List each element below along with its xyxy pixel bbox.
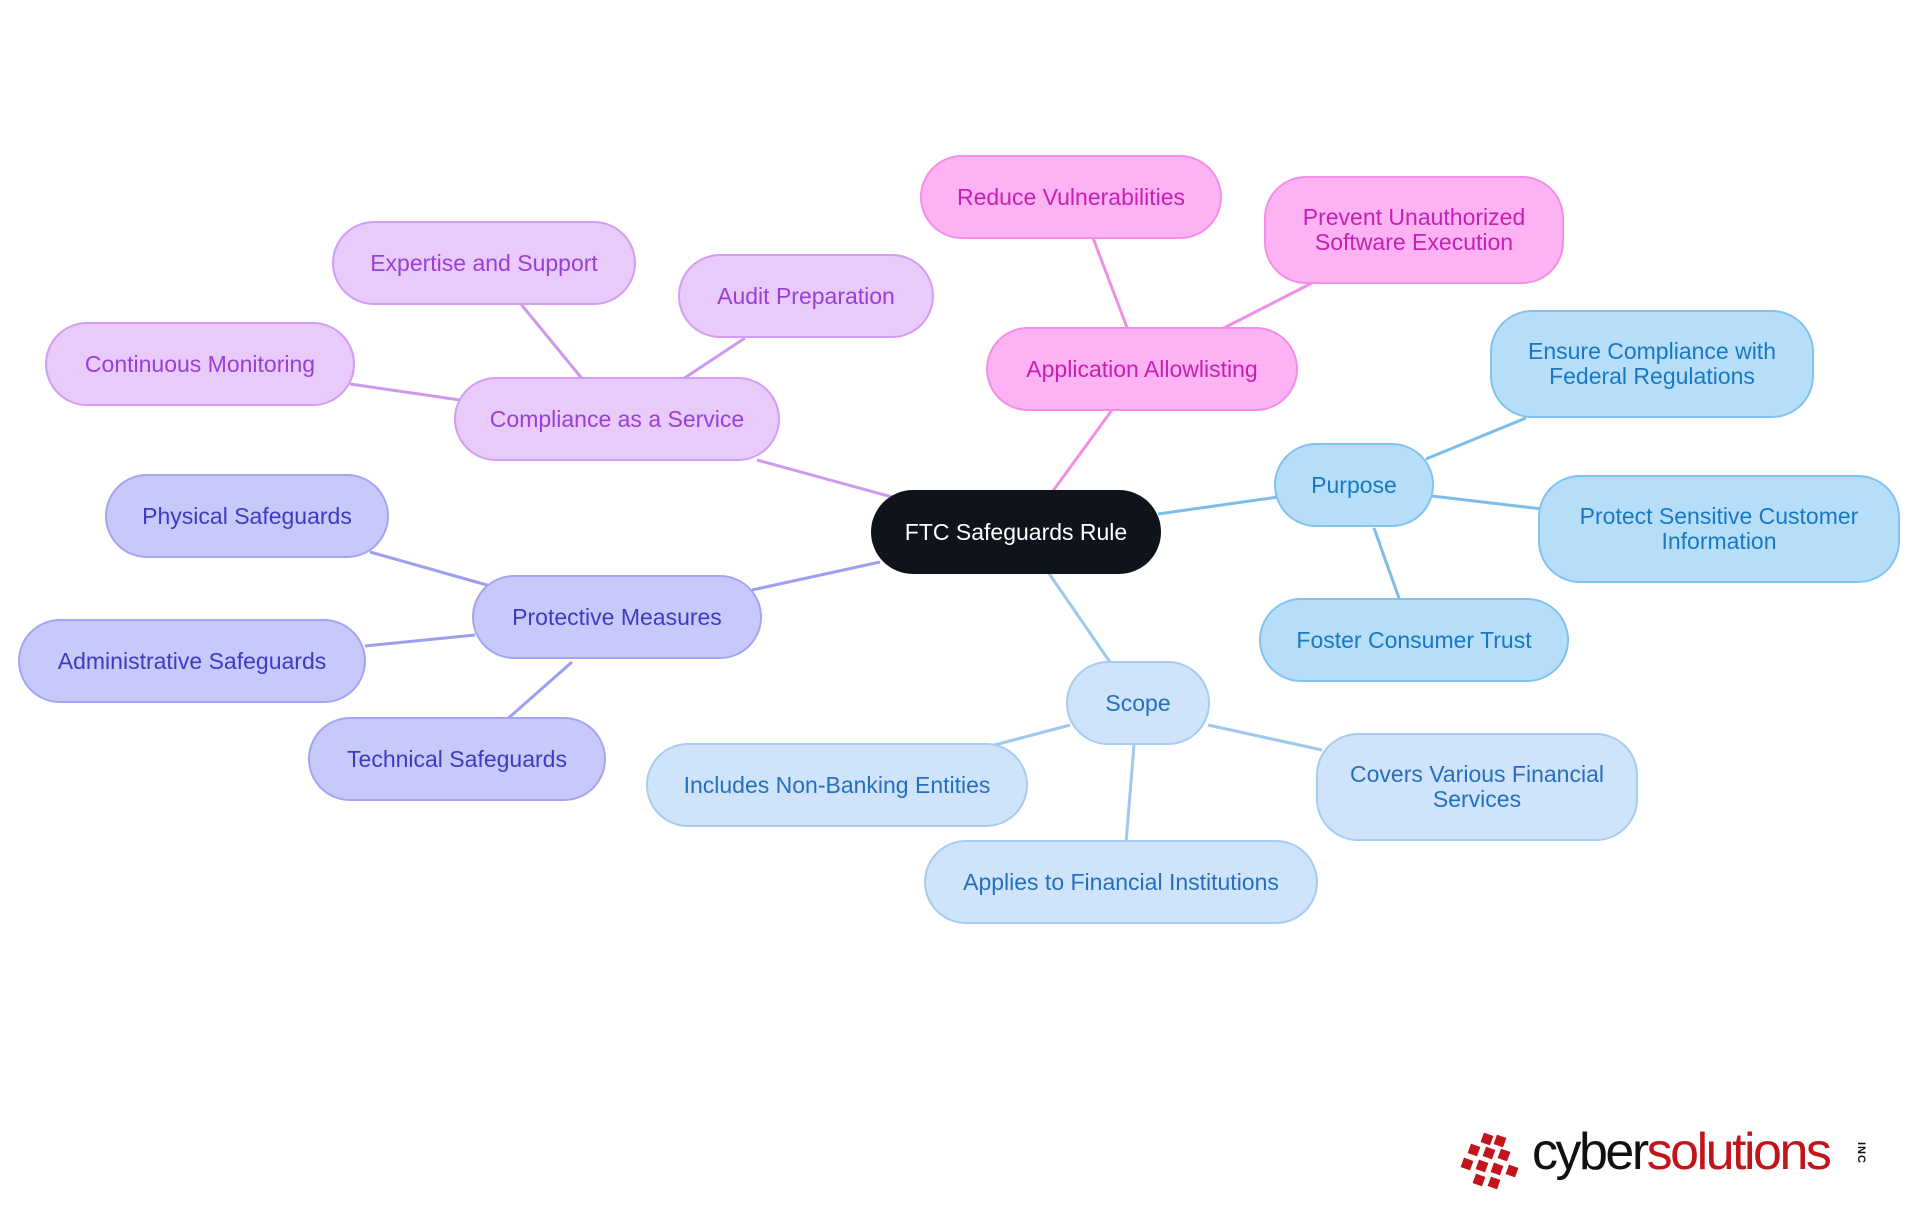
logo-word-cyber: cyber [1532,1123,1649,1181]
logo-mark-icon [1460,1132,1519,1190]
leaf-technical-safeguards[interactable]: Technical Safeguards [308,717,606,801]
leaf-foster-consumer-trust[interactable]: Foster Consumer Trust [1259,598,1569,682]
edge-compliance-monitoring [349,382,461,402]
edge-purpose-ensure [1425,416,1527,461]
leaf-ensure-compliance[interactable]: Ensure Compliance with Federal Regulatio… [1490,310,1814,418]
branch-protective-measures[interactable]: Protective Measures [472,575,762,659]
leaf-expertise-and-support[interactable]: Expertise and Support [332,221,636,305]
edge-protective-administrative [364,633,476,648]
edge-compliance-audit [679,336,746,383]
branch-purpose[interactable]: Purpose [1274,443,1434,527]
edge-allowlisting-prevent [1219,281,1313,332]
leaf-administrative-safeguards[interactable]: Administrative Safeguards [18,619,366,703]
edge-protective-physical [369,550,495,589]
edge-purpose-protect [1431,494,1543,511]
branch-application-allowlisting[interactable]: Application Allowlisting [986,327,1298,411]
leaf-audit-preparation[interactable]: Audit Preparation [678,254,934,338]
logo-inc-label: INC [1855,1142,1867,1164]
logo-word-solutions: solutions [1646,1123,1832,1181]
leaf-physical-safeguards[interactable]: Physical Safeguards [105,474,389,558]
edge-root-purpose [1157,495,1279,516]
branch-compliance-as-a-service[interactable]: Compliance as a Service [454,377,780,461]
edge-scope-covers [1207,723,1323,752]
root-node[interactable]: FTC Safeguards Rule [871,490,1161,574]
edge-purpose-foster [1372,527,1402,602]
leaf-reduce-vulnerabilities[interactable]: Reduce Vulnerabilities [920,155,1222,239]
edge-compliance-expertise [518,302,586,382]
edge-allowlisting-reduce [1091,237,1130,331]
edge-scope-applies [1124,744,1136,844]
edge-root-compliance [756,458,893,499]
edge-scope-includes [986,723,1071,749]
branch-scope[interactable]: Scope [1066,661,1210,745]
logo-wordmark: cybersolutions [1532,1122,1832,1182]
leaf-includes-non-banking[interactable]: Includes Non-Banking Entities [646,743,1028,827]
edge-protective-technical [503,660,573,724]
edge-root-protective [751,560,881,592]
edge-root-allowlisting [1048,409,1114,496]
leaf-continuous-monitoring[interactable]: Continuous Monitoring [45,322,355,406]
leaf-applies-to-financial-institutions[interactable]: Applies to Financial Institutions [924,840,1318,924]
leaf-covers-various-financial-services[interactable]: Covers Various Financial Services [1316,733,1638,841]
edge-root-scope [1046,571,1114,666]
leaf-prevent-unauthorized-software[interactable]: Prevent Unauthorized Software Execution [1264,176,1564,284]
cybersolutions-logo: cybersolutions INC [1460,1120,1880,1190]
leaf-protect-sensitive-information[interactable]: Protect Sensitive Customer Information [1538,475,1900,583]
